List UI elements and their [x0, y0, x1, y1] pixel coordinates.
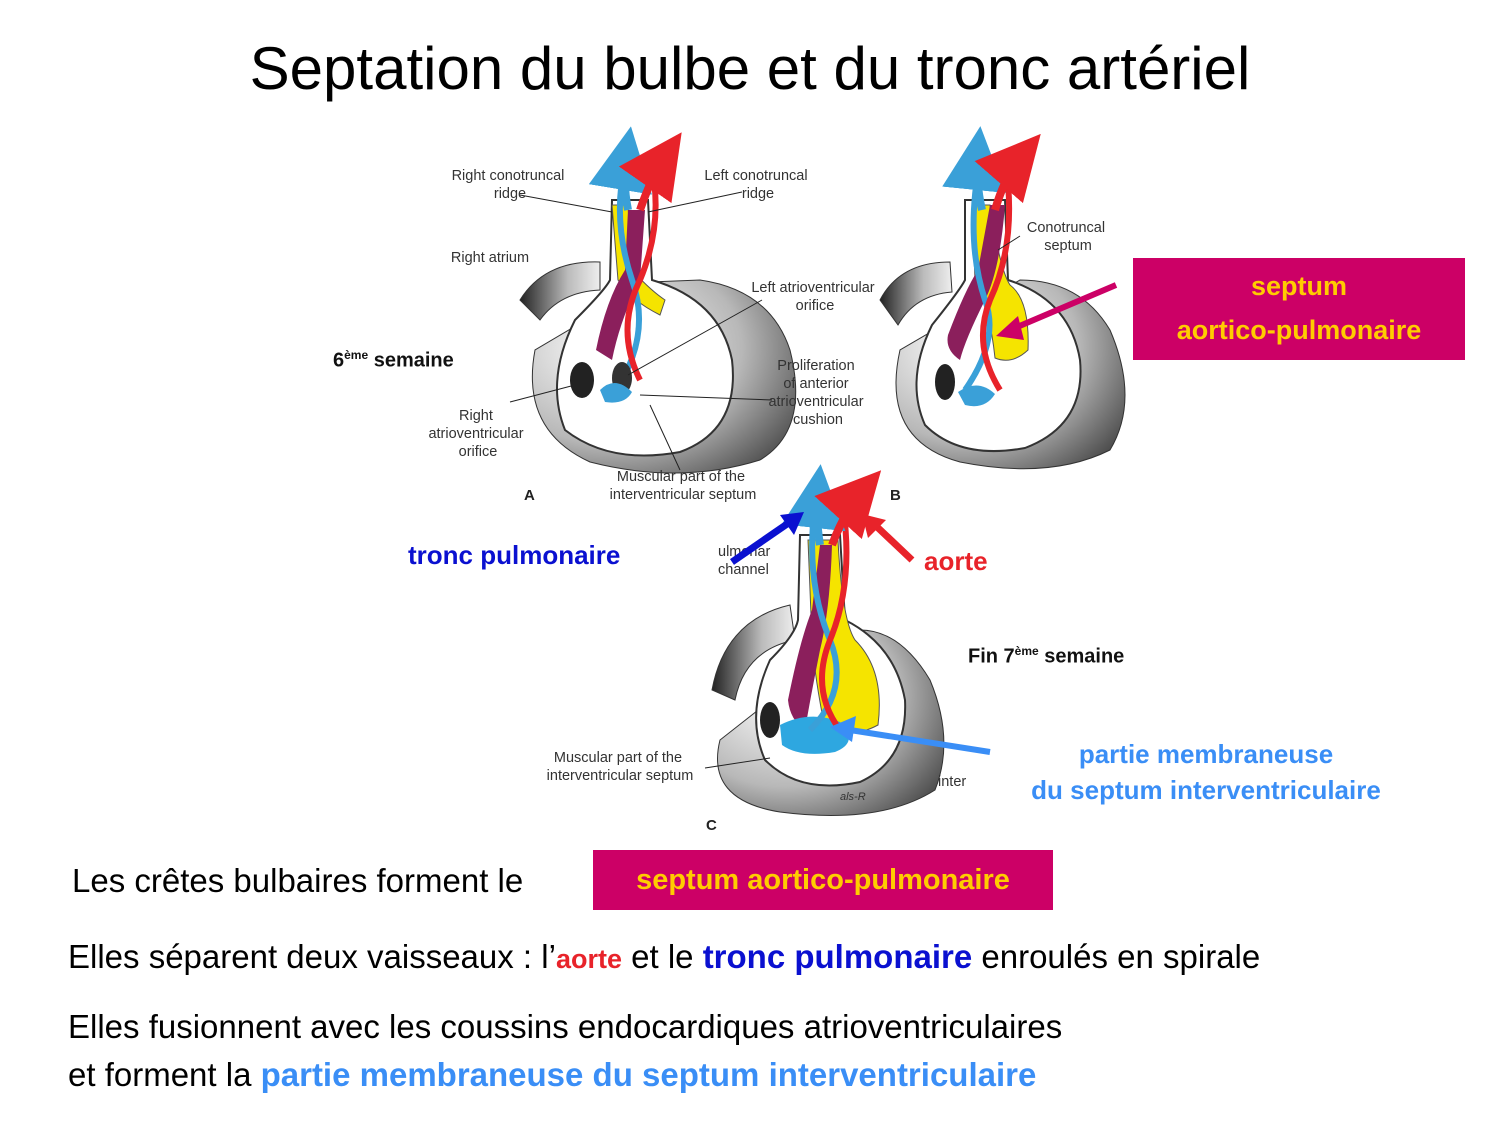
week-7-label: Fin 7ème semaine [968, 644, 1125, 668]
aorta-arrow-a [618, 132, 682, 212]
membraneuse-arrow [849, 727, 991, 755]
atrium-shape-b [879, 261, 953, 326]
figure-letter-a: A [524, 487, 535, 504]
body-line-4-text-a: et forment la [68, 1056, 261, 1093]
conotruncal-ridge-purple [596, 210, 645, 360]
artist-signature: als-R [840, 791, 866, 803]
septum-aortico-pulmonaire-box: septum aortico-pulmonaire [1133, 258, 1465, 360]
label-right-atrium: Right atrium [451, 250, 529, 266]
body-line-1: Les crêtes bulbaires forment le [72, 862, 523, 900]
aorta-arrow-c [814, 470, 882, 547]
aorte-arrowhead [862, 514, 886, 538]
av-cushion-b [958, 385, 995, 407]
septum-box-arrow [1008, 282, 1118, 333]
body-line-3: Elles fusionnent avec les coussins endoc… [68, 1008, 1063, 1045]
figure-b: Conotruncal septum B [879, 126, 1126, 504]
partie-membraneuse-label: partie membraneuse du septum interventri… [986, 736, 1426, 808]
body-line-2-text-e: enroulés en spirale [972, 938, 1261, 975]
septum-box-line-2: aortico-pulmonaire [1176, 315, 1422, 345]
partie-membraneuse-line-1: partie membraneuse [1078, 739, 1334, 769]
right-atrium-shape [519, 261, 601, 321]
septum-box-arrowhead [996, 316, 1024, 340]
pulmonary-channel-b [962, 159, 993, 392]
body-line-4: et forment la partie membraneuse du sept… [68, 1056, 1036, 1094]
orifice-c [760, 702, 780, 738]
page-title: Septation du bulbe et du tronc artériel [249, 35, 1251, 102]
pulmonary-arrow-a [588, 126, 652, 211]
septum-purple-c [788, 545, 832, 730]
label-muscular-part-a: Muscular part of the interventricular se… [610, 469, 757, 503]
figure-c: ulmonar channel Muscular part of the int… [547, 464, 966, 834]
pulmonary-arrow-c [781, 464, 846, 546]
week-6-label: 6ème semaine [333, 348, 454, 372]
body-line-2-text-a: Elles séparent deux vaisseaux : l’ [68, 938, 556, 975]
label-right-conotruncal-ridge: Right conotruncal ridge [452, 168, 569, 202]
body-partie-membraneuse: partie membraneuse du septum interventri… [260, 1056, 1037, 1093]
body-line-1-text: Les crêtes bulbaires forment le [72, 862, 524, 899]
aorta-channel-c [819, 499, 850, 732]
pulmonary-arrow-b [942, 126, 1006, 211]
tronc-pulmonaire-label: tronc pulmonaire [408, 540, 621, 570]
septum-purple-b [947, 205, 1005, 360]
aorta-arrow-b [974, 133, 1041, 212]
partie-membraneuse-line-2: du septum interventriculaire [1031, 775, 1381, 805]
septum-aortico-pulmonaire-inline-box: septum aortico-pulmonaire [593, 850, 1053, 910]
atrium-shape-c [711, 604, 796, 701]
septum-box-line-1: septum [1250, 271, 1348, 301]
label-proliferation: Proliferation of anterior atrioventricul… [768, 358, 867, 428]
label-inter-partial: inter [938, 774, 966, 790]
figure-letter-b: B [890, 487, 901, 504]
orifice-b [935, 364, 955, 400]
label-conotruncal-septum: Conotruncal septum [1027, 220, 1109, 254]
label-muscular-part-c: Muscular part of the interventricular se… [547, 750, 694, 784]
label-left-conotruncal-ridge: Left conotruncal ridge [704, 168, 811, 202]
tronc-pulmonaire-arrow [730, 519, 792, 565]
tronc-pulmonaire-arrowhead [780, 512, 804, 535]
membraneuse-arrowhead [830, 716, 856, 742]
av-cushion-a [600, 382, 632, 403]
aorte-label: aorte [924, 546, 988, 576]
label-left-av-orifice: Left atrioventricular orifice [751, 280, 878, 314]
bulb-outline-a [556, 199, 734, 457]
figure-a: Right conotruncal ridge Left conotruncal… [428, 126, 878, 504]
body-line-2-text-c: et le [621, 938, 703, 975]
figure-letter-c: C [706, 817, 717, 834]
right-av-orifice-shape [570, 362, 594, 398]
body-tronc-pulmonaire: tronc pulmonaire [702, 938, 973, 975]
body-line-2: Elles séparent deux vaisseaux : l’aorte … [68, 938, 1260, 976]
aorte-arrow [872, 522, 915, 563]
membranous-septum-c [780, 716, 849, 754]
body-aorte: aorte [555, 944, 622, 974]
label-right-av-orifice: Right atrioventricular orifice [428, 408, 527, 460]
